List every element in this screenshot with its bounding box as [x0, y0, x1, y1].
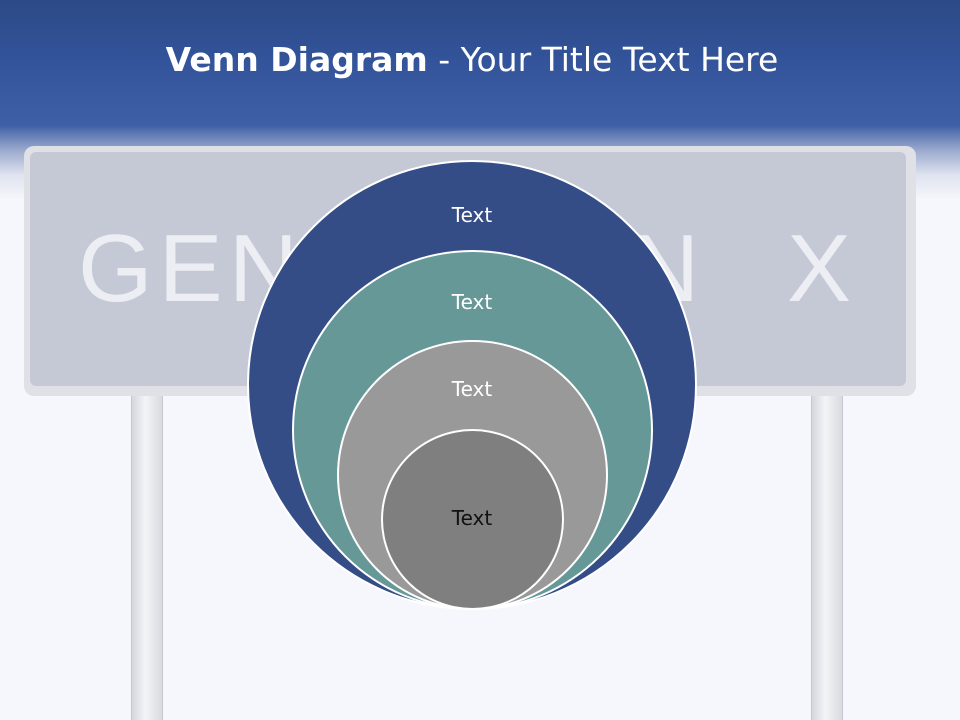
- title-rest: - Your Title Text Here: [427, 40, 779, 79]
- slide-title: Venn Diagram - Your Title Text Here: [0, 40, 944, 79]
- sign-text-right: X: [787, 215, 858, 322]
- venn-circle-inner: [381, 429, 564, 610]
- venn-label-outer: Text: [451, 203, 493, 227]
- sign-post-left: [131, 396, 163, 720]
- venn-label-second: Text: [451, 290, 493, 314]
- sign-post-right: [811, 396, 843, 720]
- venn-label-third: Text: [451, 377, 493, 401]
- title-bold: Venn Diagram: [165, 40, 428, 79]
- venn-label-inner: Text: [451, 506, 493, 530]
